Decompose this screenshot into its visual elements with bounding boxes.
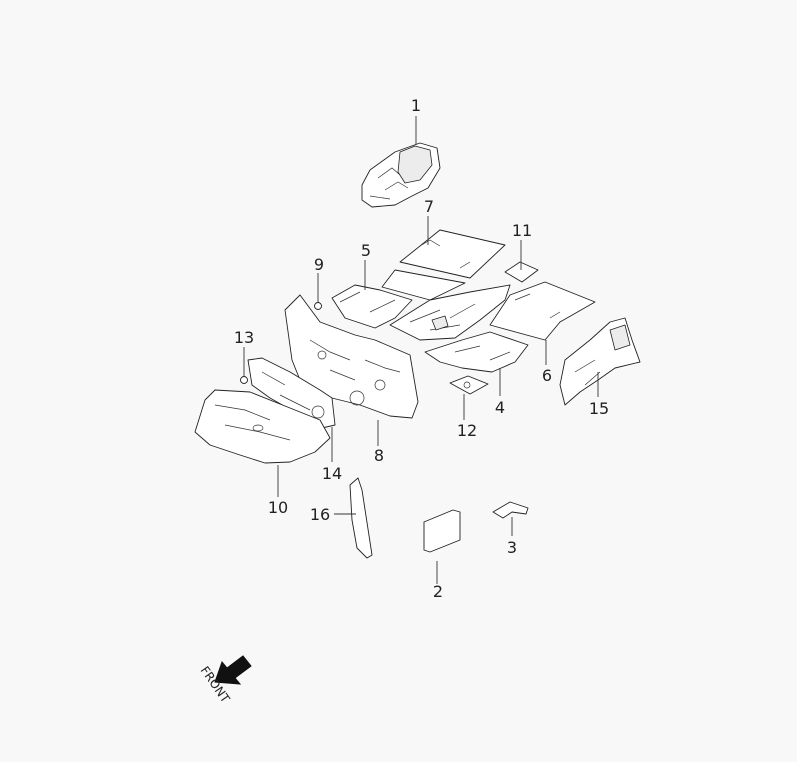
part-13-nut [240, 376, 248, 384]
part-3-l-pad [492, 501, 529, 519]
part-4-floor-piece [424, 331, 529, 373]
callout-10: 10 [268, 498, 288, 517]
callout-16: 16 [310, 505, 330, 524]
callout-8: 8 [374, 446, 384, 465]
leader-lines [243, 116, 599, 584]
callout-2: 2 [433, 582, 443, 601]
part-12-bracket [449, 375, 489, 395]
part-9-clip [314, 302, 322, 310]
callout-7: 7 [424, 197, 434, 216]
callout-5: 5 [361, 241, 371, 260]
part-6-rear-pad [489, 281, 596, 341]
callout-13: 13 [234, 328, 254, 347]
callout-14: 14 [322, 464, 342, 483]
part-16-strip-pad [349, 477, 373, 559]
callout-6: 6 [542, 366, 552, 385]
front-indicator: FRONT [198, 655, 252, 706]
callout-9: 9 [314, 255, 324, 274]
part-2-square-pad [423, 509, 461, 553]
part-1-tunnel-insulator [361, 142, 441, 208]
callout-12: 12 [457, 421, 477, 440]
part-11-small-pad [504, 261, 539, 283]
callout-labels: 1 2 3 4 5 6 7 8 9 10 11 12 13 14 15 16 [234, 96, 609, 601]
callout-3: 3 [507, 538, 517, 557]
part-10-front-insulator [194, 389, 331, 464]
part-15-side-insulator [559, 317, 641, 406]
callout-4: 4 [495, 398, 505, 417]
callout-11: 11 [512, 221, 532, 240]
part-14-dash-lower [247, 357, 336, 429]
part-5-floor-pad [331, 284, 413, 329]
front-arrow-icon [214, 655, 252, 685]
callout-15: 15 [589, 399, 609, 418]
part-center-floor [389, 284, 511, 341]
callout-1: 1 [411, 96, 421, 115]
